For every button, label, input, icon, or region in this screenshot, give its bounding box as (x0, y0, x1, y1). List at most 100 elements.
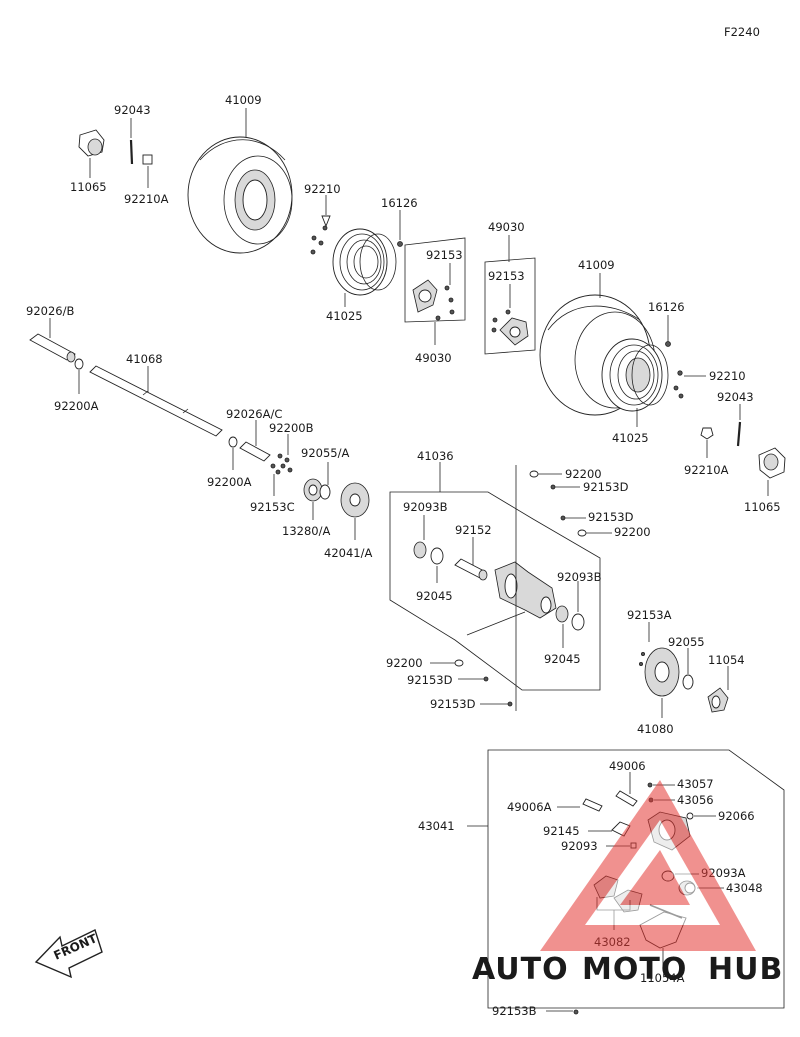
label-49030-upper: 49030 (488, 220, 525, 234)
label-92153D-mid: 92153D (588, 510, 634, 524)
watermark-auto: AUTO (472, 952, 569, 987)
axle-shaft (89, 365, 223, 437)
washer-92200-top (529, 470, 539, 478)
housing-group-box (389, 491, 601, 691)
label-92200A-right: 92200A (207, 475, 252, 489)
label-92152: 92152 (455, 523, 492, 537)
rim-left (332, 228, 403, 296)
front-direction-arrow: FRONT (34, 929, 103, 979)
label-92153C: 92153C (250, 500, 295, 514)
valve-cap-right (700, 427, 714, 440)
label-92055: 92055 (668, 635, 705, 649)
label-92200B: 92200B (269, 421, 314, 435)
label-43041: 43041 (418, 819, 455, 833)
axle-sleeve (29, 333, 76, 363)
label-92043-left: 92043 (114, 103, 151, 117)
label-41080: 41080 (637, 722, 674, 736)
label-92200-mid: 92200 (614, 525, 651, 539)
bolt-92153B (573, 1009, 579, 1015)
spacer-92026AC (239, 441, 271, 462)
valve-stem-left (129, 139, 134, 165)
label-11065-right: 11065 (744, 500, 781, 514)
label-92153D-lower: 92153D (407, 673, 453, 687)
label-92045-right: 92045 (544, 652, 581, 666)
valve-stem-right (736, 421, 742, 447)
hub-left (412, 279, 455, 321)
washer-92200-mid (577, 529, 587, 537)
label-92153-right: 92153 (488, 269, 525, 283)
axle-housing (494, 561, 557, 619)
label-92066: 92066 (718, 809, 755, 823)
hub-box-right (484, 257, 536, 355)
bleeder-cap (647, 782, 653, 788)
washer-92200-bottom (454, 659, 464, 667)
tire-left (187, 136, 293, 254)
label-41009-right: 41009 (578, 258, 615, 272)
label-92210A-left: 92210A (124, 192, 169, 206)
label-41009-left: 41009 (225, 93, 262, 107)
label-11054: 11054 (708, 653, 745, 667)
label-92093B-right: 92093B (557, 570, 602, 584)
label-16126-left: 16126 (381, 196, 418, 210)
label-49006: 49006 (609, 759, 646, 773)
label-41025-left: 41025 (326, 309, 363, 323)
label-92153D-top: 92153D (583, 480, 629, 494)
label-92200A-left: 92200A (54, 399, 99, 413)
valve-nut-left (321, 215, 331, 228)
label-41025-right: 41025 (612, 431, 649, 445)
washer-92200A-left (74, 358, 84, 370)
collar-92152 (454, 558, 488, 581)
label-92210A-right: 92210A (684, 463, 729, 477)
label-92200-top: 92200 (565, 467, 602, 481)
label-16126-right: 16126 (648, 300, 685, 314)
label-92153-left: 92153 (426, 248, 463, 262)
label-41036: 41036 (417, 449, 454, 463)
watermark-logo (540, 780, 756, 951)
label-42041A: 42041/A (324, 546, 372, 560)
label-92153D-bottom: 92153D (430, 697, 476, 711)
sprocket-hub (303, 478, 323, 502)
brake-disc-rear (340, 482, 370, 518)
label-92043-right: 92043 (717, 390, 754, 404)
label-11065-left: 11065 (70, 180, 107, 194)
label-92045-left: 92045 (416, 589, 453, 603)
label-92210-left: 92210 (304, 182, 341, 196)
label-43056: 43056 (677, 793, 714, 807)
label-92093B-left: 92093B (403, 500, 448, 514)
cap-92066 (686, 812, 694, 820)
valve-nut-right (677, 370, 683, 376)
figure-code: F2240 (724, 25, 760, 39)
label-92026B: 92026/B (26, 304, 74, 318)
rim-bolts-left (310, 225, 328, 255)
label-43057: 43057 (677, 777, 714, 791)
caliper-pins (582, 790, 638, 812)
label-92153B: 92153B (492, 1004, 537, 1018)
lug-nut-right (758, 447, 786, 479)
hub-right (491, 309, 529, 346)
bearing-left (413, 541, 444, 565)
o-ring-92055A (319, 484, 331, 500)
o-ring-92055 (682, 674, 694, 690)
hub-11054 (707, 687, 729, 713)
small-bolts (270, 453, 293, 475)
label-13280A: 13280/A (282, 524, 330, 538)
label-11054A: 11054A (640, 971, 685, 985)
lug-nut-left (78, 129, 105, 157)
bearing-right (555, 605, 585, 631)
label-92093: 92093 (561, 839, 598, 853)
label-92200-bottom: 92200 (386, 656, 423, 670)
label-92210-right: 92210 (709, 369, 746, 383)
caliper-group-box (487, 749, 785, 1009)
label-41068: 41068 (126, 352, 163, 366)
label-92055A: 92055/A (301, 446, 349, 460)
hub-box-left (404, 237, 466, 323)
label-92145: 92145 (543, 824, 580, 838)
label-43048: 43048 (726, 881, 763, 895)
label-92026AC: 92026A/C (226, 407, 282, 421)
label-49006A: 49006A (507, 800, 552, 814)
washer-92200A-right (228, 436, 238, 448)
label-92153A: 92153A (627, 608, 672, 622)
brake-disc-front (644, 647, 680, 697)
